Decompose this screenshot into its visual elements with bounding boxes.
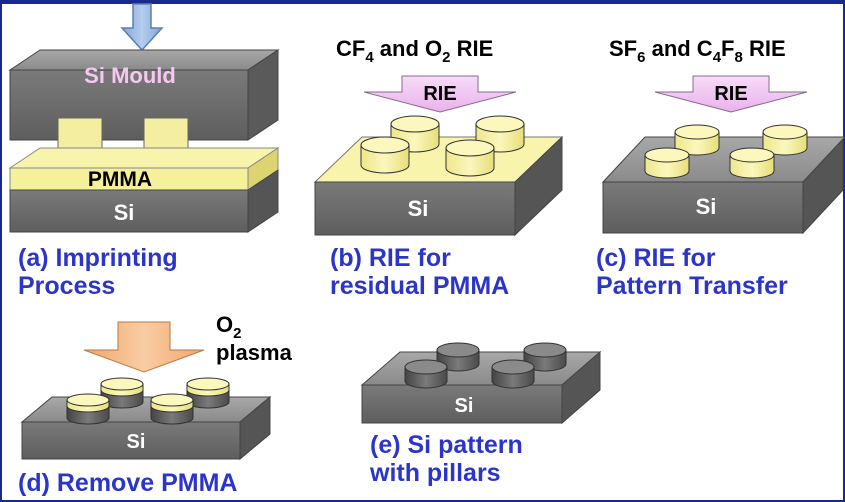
capped-pillar-d xyxy=(150,393,194,425)
capped-pillar-d xyxy=(100,377,144,409)
panel-e: Si (e) Si pattern with pillars xyxy=(360,342,602,487)
si-label-d: Si xyxy=(127,431,146,453)
plasma-o2: O2 xyxy=(216,312,241,342)
mould-pillar-right xyxy=(143,117,189,149)
plasma-arrow xyxy=(83,321,205,373)
rie-arrow-b xyxy=(363,75,517,113)
si-front-d xyxy=(21,421,241,460)
pmma-pillar-c xyxy=(762,124,808,156)
rie-arrow-b-label: RIE xyxy=(423,83,456,105)
si-label: Si xyxy=(114,200,135,225)
rie-arrow-c xyxy=(654,75,808,113)
caption-c-line2: Pattern Transfer xyxy=(596,272,788,300)
panel-c-title: SF6 and C4F8 RIE xyxy=(609,36,786,66)
si-label-c: Si xyxy=(696,194,717,219)
capped-pillar-d xyxy=(66,393,110,425)
pmma-pillar-b xyxy=(360,136,410,174)
pmma-label: PMMA xyxy=(88,168,152,191)
plasma-label: plasma xyxy=(216,340,293,365)
si-pillar-e xyxy=(404,359,448,389)
panel-b: CF4 and O2 RIE RIE Si (b) RIE for residu… xyxy=(313,36,564,300)
si-top-d xyxy=(20,396,272,423)
panel-d: O2 plasma Si (d) Remove PMMA xyxy=(18,312,293,497)
si-pillars-e xyxy=(404,342,567,389)
rie-arrow-c-label: RIE xyxy=(714,83,747,105)
si-label-b: Si xyxy=(408,196,429,221)
panel-c: SF6 and C4F8 RIE RIE Si (c) RIE for Patt… xyxy=(596,36,845,300)
mould-pillar-left xyxy=(57,117,103,149)
capped-pillar-d xyxy=(186,377,230,409)
si-front xyxy=(9,189,249,233)
pmma-pillar-c xyxy=(644,147,690,179)
si-front-e xyxy=(361,384,563,424)
caption-b-line2: residual PMMA xyxy=(330,272,509,300)
caption-a-line2: Process xyxy=(18,272,115,300)
caption-d: (d) Remove PMMA xyxy=(18,469,237,497)
caption-b-line1: (b) RIE for xyxy=(330,244,451,272)
si-label-e: Si xyxy=(455,395,474,417)
caption-e-line2: with pillars xyxy=(369,459,501,487)
caption-a-line1: (a) Imprinting xyxy=(18,244,178,272)
si-pillar-e xyxy=(491,359,535,389)
mould-label: Si Mould xyxy=(84,63,176,88)
panel-a: Si Mould PMMA Si (a) Imprinting Process xyxy=(8,3,280,300)
capped-pillars-d xyxy=(66,377,230,425)
pmma-pillar-b xyxy=(445,139,495,177)
pmma-pillar-c xyxy=(729,147,775,179)
panel-b-title: CF4 and O2 RIE xyxy=(336,36,493,66)
si-pillar-e xyxy=(436,342,480,372)
pmma-top xyxy=(8,147,280,169)
caption-c-line1: (c) RIE for xyxy=(596,244,716,272)
si-front-b xyxy=(314,181,516,236)
caption-e-line1: (e) Si pattern xyxy=(370,431,523,459)
mould-front xyxy=(9,69,249,141)
press-arrow xyxy=(120,3,164,52)
pmma-pillars-b xyxy=(360,115,525,177)
si-front-c xyxy=(602,181,804,234)
pmma-pillars-c xyxy=(644,124,808,179)
